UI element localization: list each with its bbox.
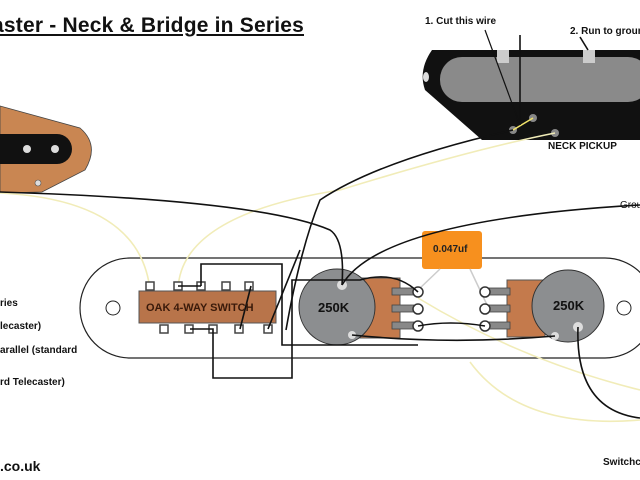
plate-screw-hole-left [105,300,121,316]
legend-item-3: arallel (standard [0,345,78,356]
legend-item-2: lecaster) [0,321,42,332]
run-to-ground-annotation: 2. Run to groun [570,26,640,37]
switch-label: OAK 4-WAY SWITCH [146,302,254,314]
page-title: aster - Neck & Bridge in Series [0,14,304,37]
capacitor-label: 0.047uf [433,244,468,255]
volume-pot-label: 250K [318,300,350,315]
legend-item-1: ries [0,298,18,309]
bridge-pickup [0,105,92,194]
oak-switch [138,281,277,334]
tone-pot-label: 250K [553,298,585,313]
capacitor [422,231,482,269]
cream-wires [0,132,640,423]
plate-screw-hole-right [616,300,632,316]
volume-pot [298,268,424,346]
switch-annotation: Switchc [603,457,640,468]
neck-pickup-label: NECK PICKUP [548,141,617,152]
black-wires [0,35,640,419]
legend-item-4: rd Telecaster) [0,377,65,388]
cut-wire-annotation: 1. Cut this wire [425,16,497,27]
tone-pot [479,269,605,343]
ground-label: Grou [620,200,640,211]
website-label: .co.uk [0,458,41,474]
neck-pickup [422,50,640,140]
